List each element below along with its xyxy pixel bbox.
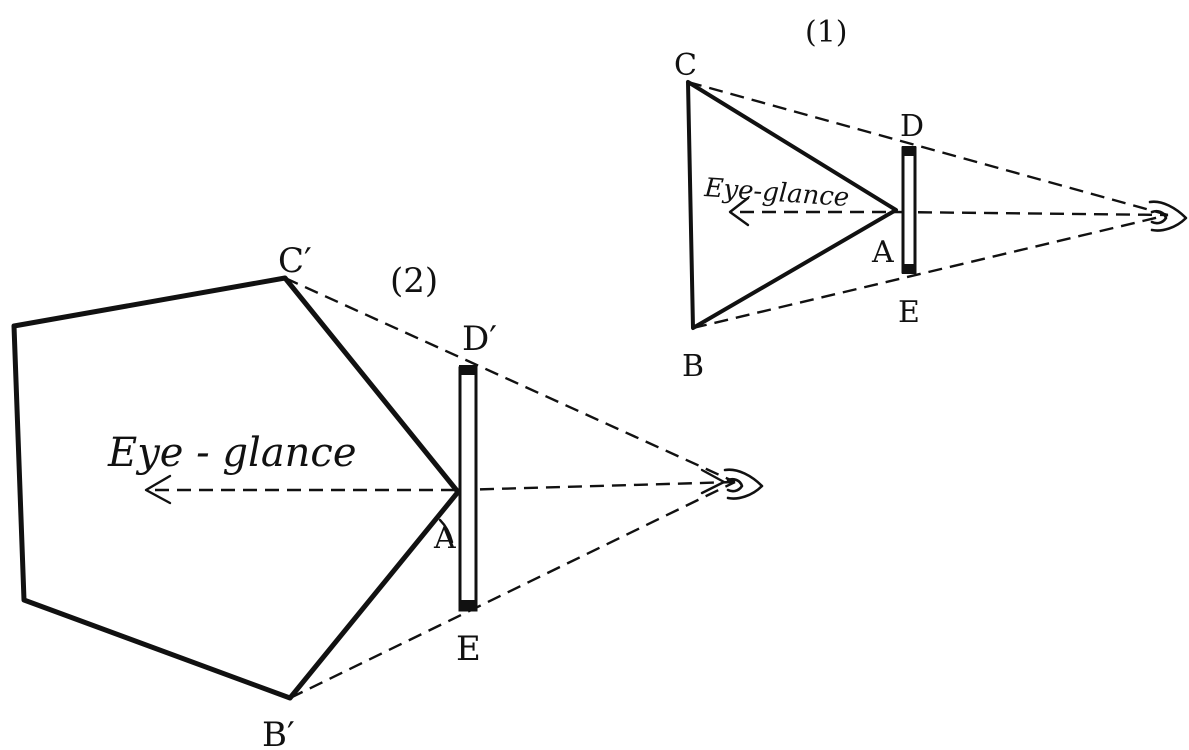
figure-1-eye-icon (1148, 200, 1188, 232)
figure-1-label-a: A (871, 235, 894, 270)
figure-1-label-e: E (898, 295, 920, 330)
figure-2-polygon (11, 275, 461, 701)
figure-1-label-d: D (900, 109, 924, 144)
figure-1-label-b: B (682, 349, 704, 384)
figure-1-number: (1) (805, 15, 848, 50)
figure-2-label-c: C′ (278, 241, 312, 281)
figure-1: (1) C B A D E Eye-glance (674, 15, 1188, 384)
figure-1-screen-icon (901, 146, 917, 274)
figure-1-sightline-a (895, 210, 1169, 217)
figure-2-sightline-c (284, 276, 736, 484)
figure-2-label-a: A (433, 521, 456, 556)
figure-1-sightline-c (687, 80, 1169, 217)
figure-2: (2) C′ B′ A D′ E Eye - glance (11, 241, 764, 750)
figure-2-label-b: B′ (262, 715, 295, 750)
figure-2-label-d: D′ (462, 319, 497, 359)
figure-2-arrowhead-icon (144, 474, 172, 505)
figure-2-arrowhead-eye-icon (700, 468, 726, 495)
figure-2-sightline-a (457, 480, 736, 492)
figure-2-number: (2) (390, 261, 438, 301)
figure-1-label-c: C (674, 48, 697, 83)
figure-2-sightline-b (289, 480, 736, 700)
figure-2-angle-mark (438, 518, 454, 544)
figure-2-eye-icon (723, 468, 764, 500)
figure-1-sightline-b (692, 213, 1169, 330)
figure-1-eye-glance-caption: Eye-glance (703, 173, 851, 213)
figure-2-eye-glance-caption: Eye - glance (107, 430, 357, 476)
figure-1-arrowhead-icon (728, 196, 750, 227)
figure-1-triangle (686, 80, 898, 330)
figure-2-screen-icon (458, 365, 478, 612)
figure-2-label-e: E (456, 629, 481, 669)
